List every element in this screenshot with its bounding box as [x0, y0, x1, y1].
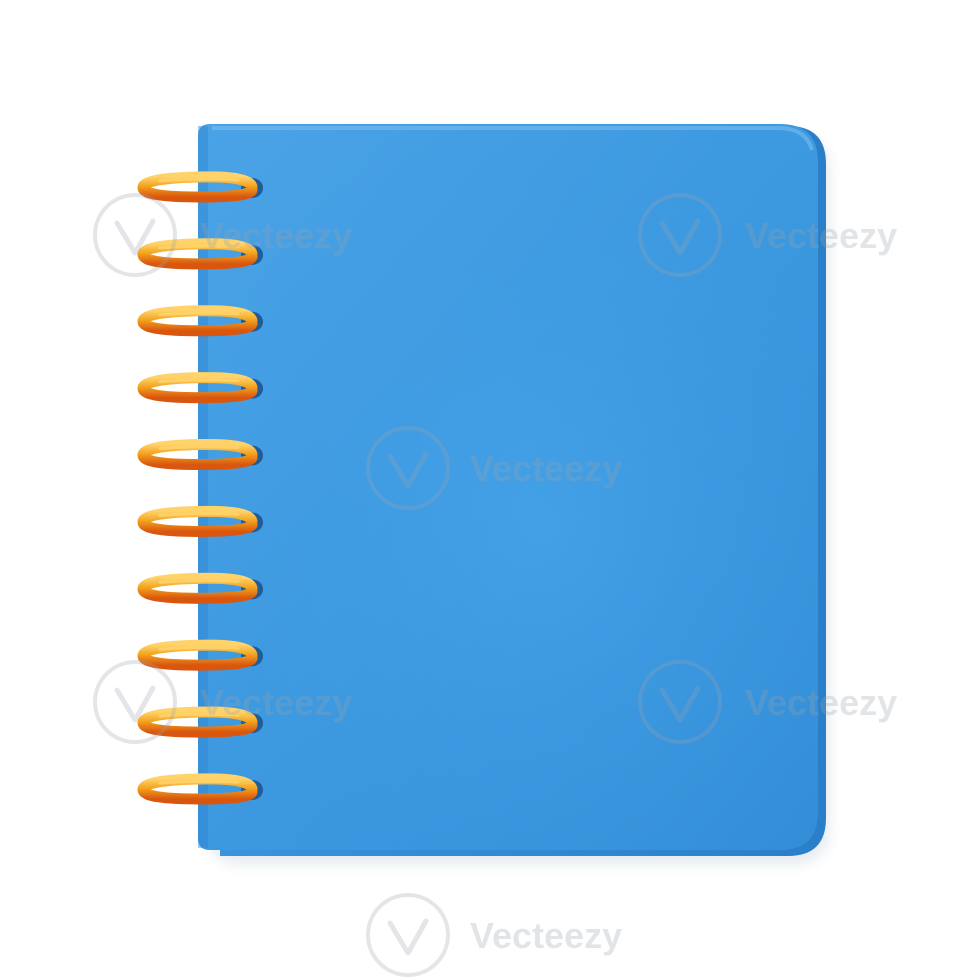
ring-highlight — [158, 779, 240, 785]
watermark-logo-icon — [366, 426, 450, 510]
ring-wire — [137, 773, 258, 805]
ring-highlight — [158, 244, 240, 250]
ring-wire — [137, 372, 258, 404]
ring-highlight — [158, 512, 240, 517]
spiral-ring — [137, 372, 263, 404]
ring-wire — [137, 505, 258, 537]
watermark: Vecteezy Vecteezy Vecteezy Vecteezy Vect… — [93, 193, 897, 977]
ring-wire — [137, 238, 258, 270]
ring-wire — [137, 572, 258, 604]
ring-wire — [137, 305, 258, 337]
spiral-ring — [137, 773, 263, 805]
watermark-text: Vecteezy — [200, 682, 352, 723]
ring-wire — [137, 171, 258, 203]
ring-wire — [137, 438, 258, 471]
ring-highlight — [158, 445, 240, 451]
spiral-binding — [137, 171, 263, 805]
spiral-ring — [137, 505, 263, 537]
watermark-text: Vecteezy — [745, 682, 897, 723]
watermark-logo-icon — [638, 660, 722, 744]
watermark-logo-icon — [93, 660, 177, 744]
ring-highlight — [158, 645, 240, 651]
spiral-ring — [137, 639, 263, 671]
cover-highlight — [212, 126, 814, 151]
spiral-ring — [137, 171, 263, 203]
spiral-ring — [137, 238, 263, 270]
spiral-ring — [137, 572, 263, 604]
cover-spine-shade — [198, 126, 208, 848]
ring-highlight — [158, 378, 240, 384]
cover-glow — [198, 124, 818, 850]
watermark-text: Vecteezy — [200, 215, 352, 256]
spiral-ring — [137, 706, 263, 738]
watermark-text: Vecteezy — [470, 915, 622, 956]
ring-highlight — [158, 712, 240, 718]
watermark-logo-icon — [366, 893, 450, 977]
ring-wire — [137, 706, 258, 738]
watermark-text: Vecteezy — [470, 448, 622, 489]
watermark-logo-icon — [93, 193, 177, 277]
watermark-logo-icon — [638, 193, 722, 277]
spiral-ring — [137, 305, 263, 337]
ring-highlight — [158, 311, 240, 317]
ring-highlight — [158, 579, 240, 584]
ring-wire — [137, 639, 258, 671]
spiral-ring — [137, 438, 263, 471]
ring-highlight — [158, 177, 240, 183]
watermark-text: Vecteezy — [745, 215, 897, 256]
